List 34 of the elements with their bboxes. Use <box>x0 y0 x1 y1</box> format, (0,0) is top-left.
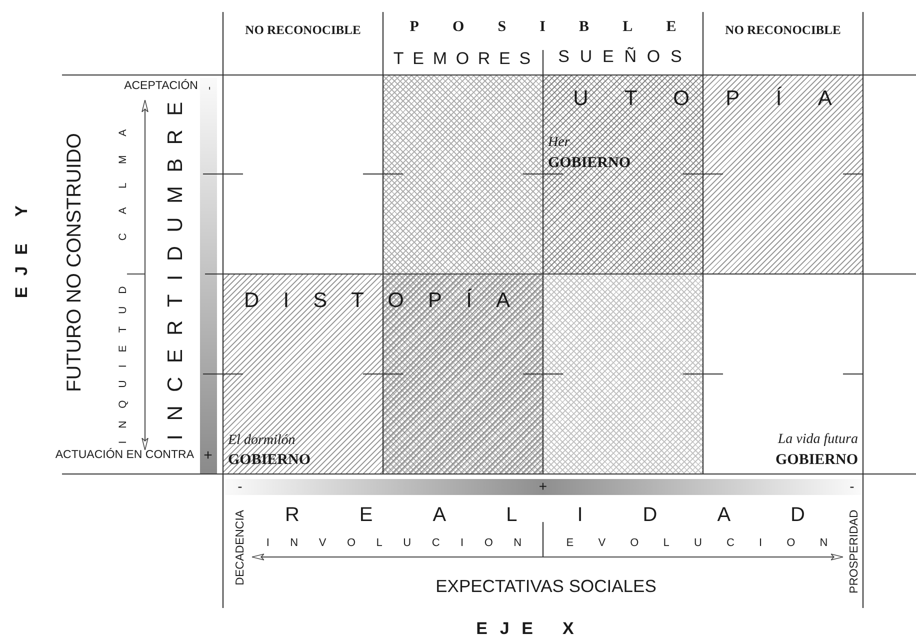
axis-end-label: PROSPERIDAD <box>848 509 862 596</box>
scale-sign: - <box>204 85 216 92</box>
column-header: NO RECONOCIBLE <box>244 22 362 38</box>
axis-label: REALIDAD <box>284 504 835 526</box>
scale-label: INVOLUCION <box>265 536 532 550</box>
hatched-region <box>543 75 863 274</box>
column-header: POSIBLE <box>408 19 693 37</box>
crosshatch-band <box>543 274 703 474</box>
scale-sign: - <box>236 478 244 494</box>
film-title: El dormilón <box>228 432 296 449</box>
film-title: La vida futura <box>776 432 858 448</box>
scale-label: INQUIETUD <box>116 280 130 446</box>
hatched-region <box>223 274 543 474</box>
axis-label: EXPECTATIVAS SOCIALES <box>434 576 658 596</box>
crosshatch-band <box>383 75 543 274</box>
column-header: SUEÑOS <box>557 47 687 67</box>
axis-title: EJE X <box>475 619 580 639</box>
axis-label: INCERTIDUMBRE <box>164 95 187 442</box>
axis-end-label: ACTUACIÓN EN CONTRA <box>54 449 194 463</box>
axis-end-label: ACEPTACIÓN <box>123 80 198 94</box>
scale-sign: - <box>848 478 856 494</box>
scale-label: EVOLUCION <box>565 536 840 549</box>
axis-title: EJE Y <box>12 200 32 300</box>
axis-end-label: DECADENCIA <box>234 509 248 588</box>
scale-label: CALMA <box>116 120 130 243</box>
column-header: NO RECONOCIBLE <box>724 22 842 38</box>
category-label: GOBIERNO <box>548 155 631 172</box>
category-label: GOBIERNO <box>228 452 311 470</box>
axis-label: FUTURO NO CONSTRUIDO <box>64 132 86 394</box>
scale-sign: + <box>202 447 214 465</box>
scale-sign: + <box>538 478 548 494</box>
film-title: Her <box>548 134 570 151</box>
category-label: GOBIERNO <box>774 452 858 470</box>
column-header: TEMORES <box>392 49 535 69</box>
